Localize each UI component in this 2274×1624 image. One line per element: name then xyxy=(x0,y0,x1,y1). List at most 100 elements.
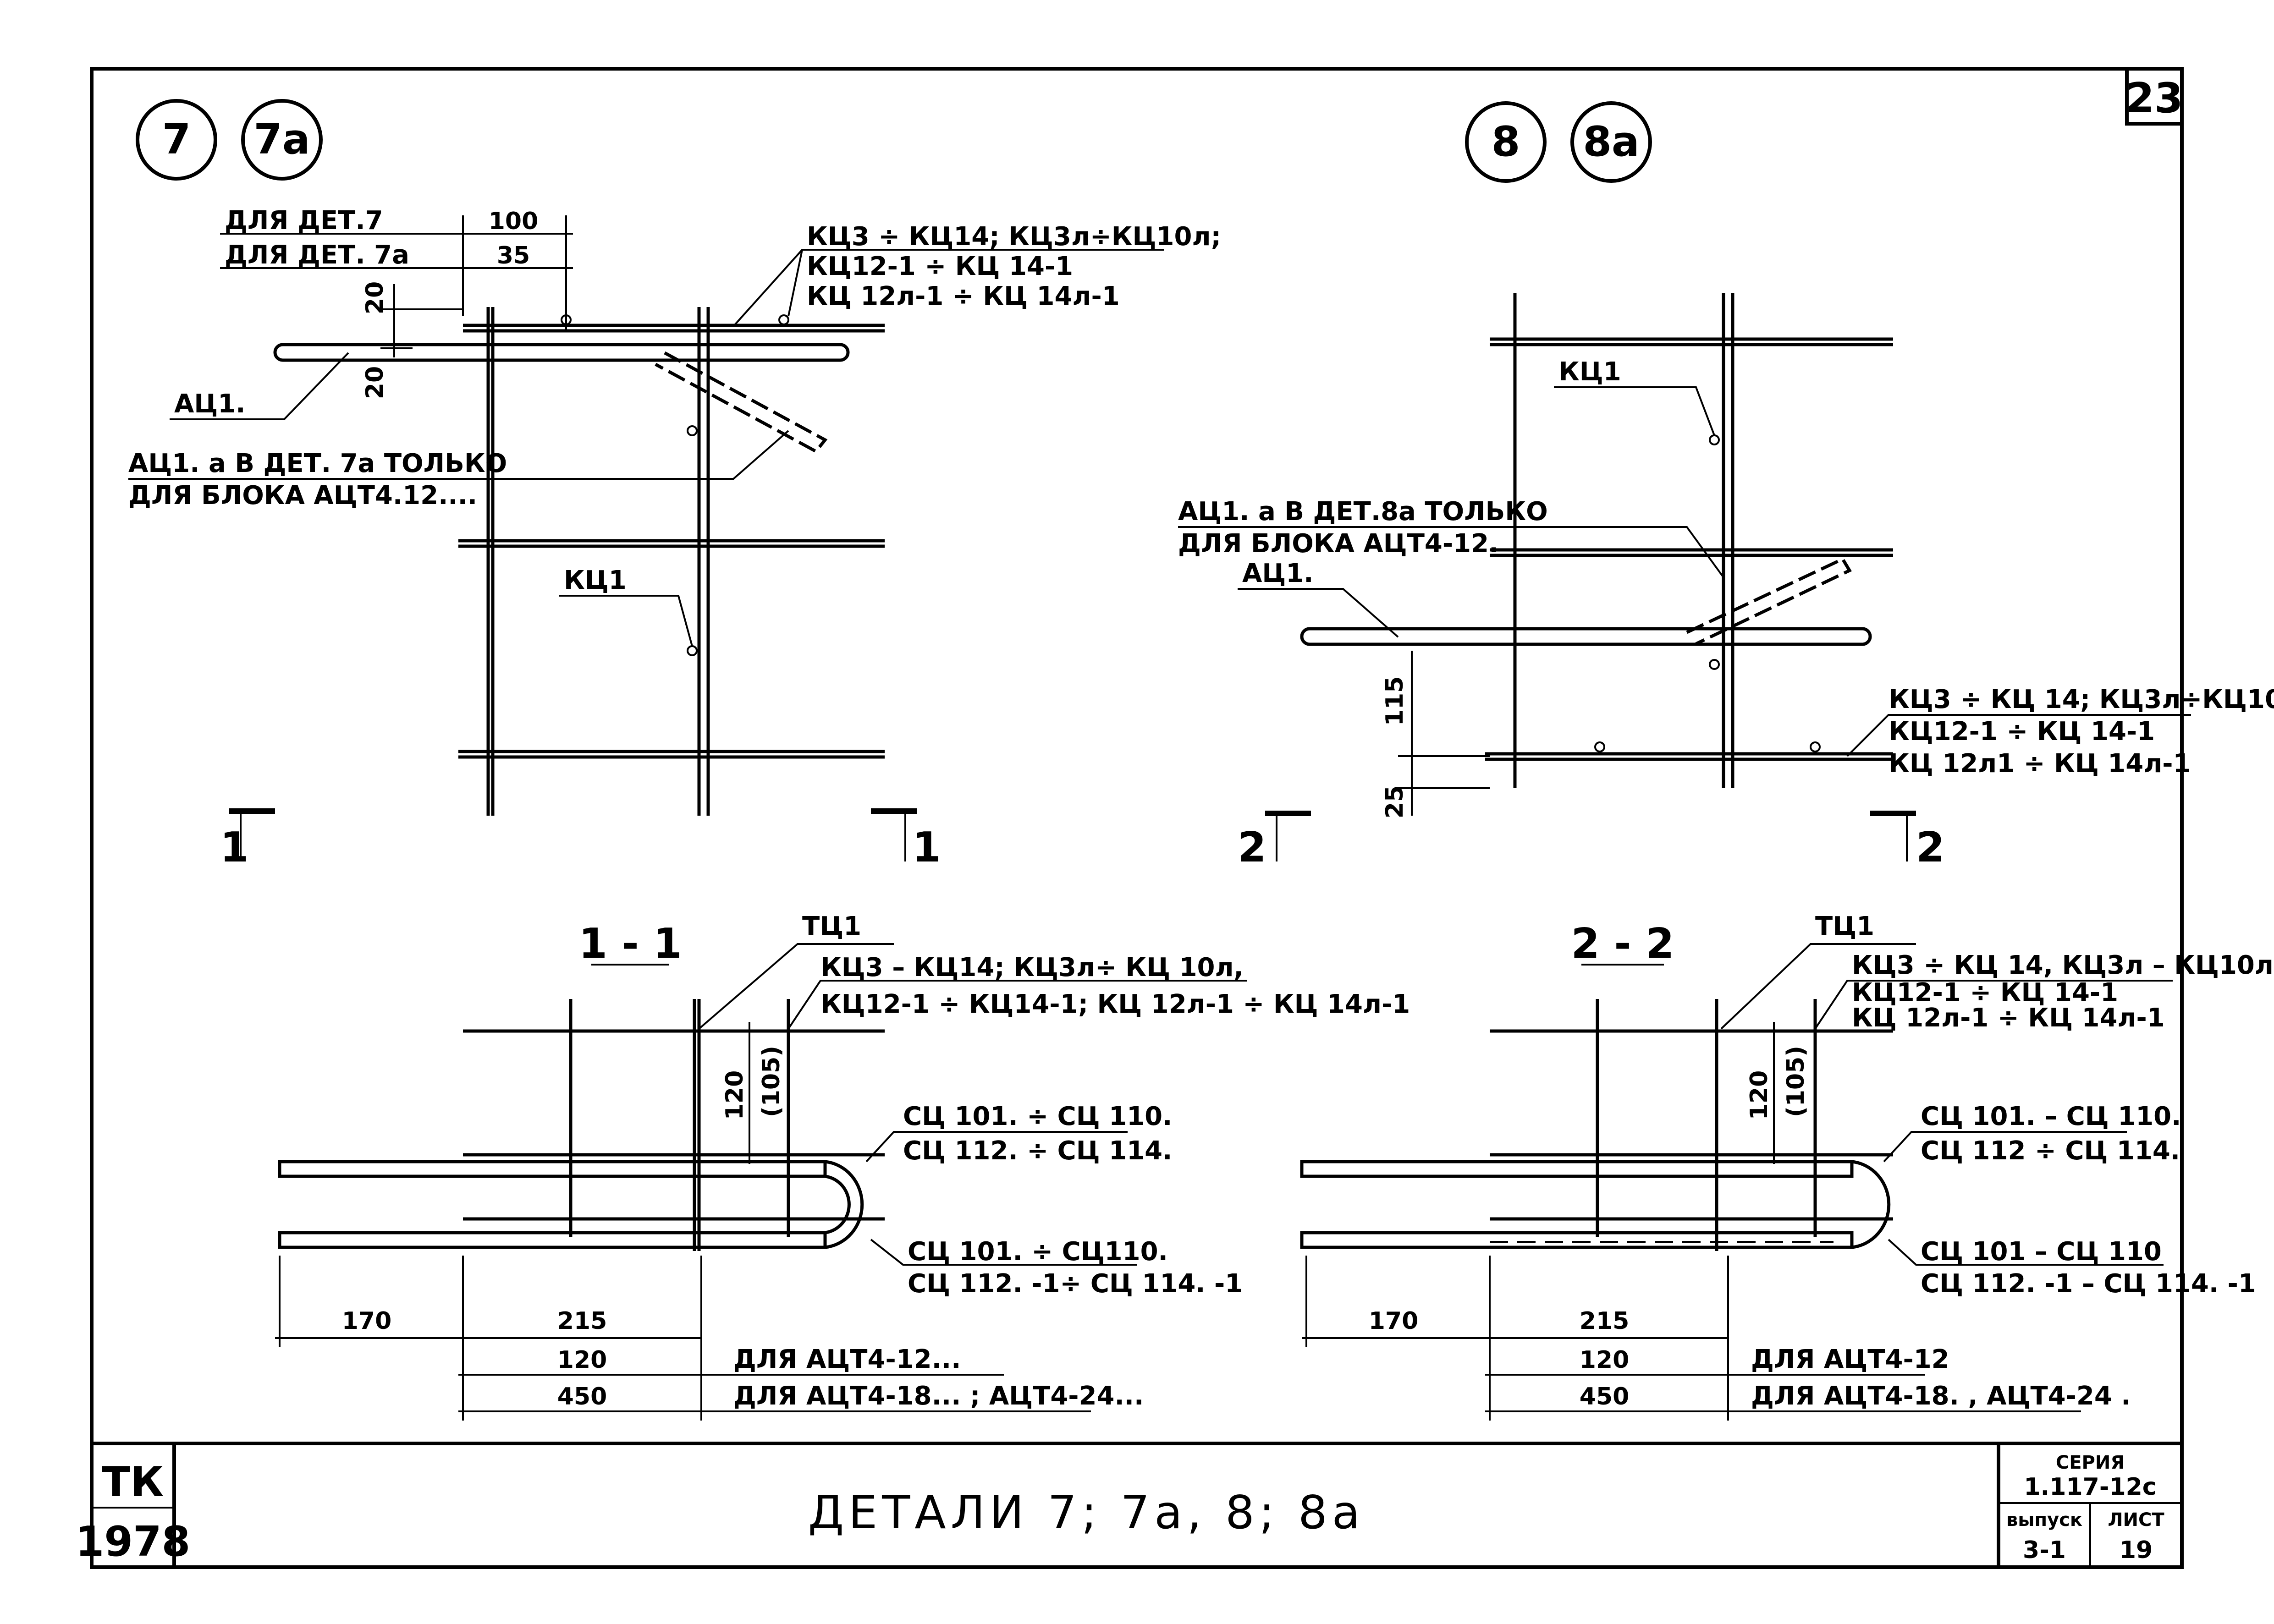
rebar-hook-inner xyxy=(825,1174,851,1234)
leader-ac1-note xyxy=(1178,526,1724,578)
rebar-ac1-upper xyxy=(278,1160,827,1178)
sc-a-line1: СЦ 101. – СЦ 110. xyxy=(1921,1102,2181,1131)
rebar-ac1-upper xyxy=(1300,1160,1854,1178)
section-2-right-label: 2 xyxy=(1916,823,1945,872)
section-title: 2 - 2 xyxy=(1571,920,1674,968)
section-2-left-label: 2 xyxy=(1238,823,1266,872)
issue-label: выпуск xyxy=(2006,1509,2082,1531)
leader-tc1 xyxy=(698,943,894,1030)
dim-120b: 120 xyxy=(1580,1346,1630,1374)
detail-marker-8-label: 8 xyxy=(1492,118,1520,166)
detail-marker-7-label: 7 xyxy=(162,115,191,164)
dim-120: 120 xyxy=(1745,1070,1773,1120)
rebar-ac1 xyxy=(273,343,850,362)
ac1-label: АЦ1. xyxy=(1242,559,1314,588)
leader-sc-a xyxy=(865,1131,1128,1163)
leader-kc1 xyxy=(1554,386,1715,436)
dim-20-bottom: 20 xyxy=(361,366,389,399)
detail-marker-7 xyxy=(136,99,217,181)
dim-450: 450 xyxy=(1580,1383,1630,1410)
series-value: 1.117-12с xyxy=(2024,1473,2156,1501)
issue-value: 3-1 xyxy=(2023,1536,2066,1564)
kc-label-line1: КЦ3 ÷ КЦ14; КЦ3л÷КЦ10л; xyxy=(807,222,1221,252)
leader-kc xyxy=(1814,980,2173,1030)
section-1-1: 1 - 1 ТЦ1 КЦ3 – КЦ14; КЦ3л÷ КЦ 10л, КЦ12… xyxy=(275,911,1410,1421)
kc-label-line2: КЦ12-1 ÷ КЦ14-1; КЦ 12л-1 ÷ КЦ 14л-1 xyxy=(820,989,1410,1019)
note-18: ДЛЯ АЦТ4-18. , АЦТ4-24 . xyxy=(1751,1381,2131,1411)
rebar-ac1 xyxy=(1300,627,1872,646)
kc-label-line1: КЦ3 ÷ КЦ 14; КЦ3л÷КЦ10л xyxy=(1889,685,2274,714)
detail-marker-7a xyxy=(241,99,323,181)
dim-115: 115 xyxy=(1381,676,1409,726)
dim-215: 215 xyxy=(1580,1307,1630,1335)
section-1-left-label: 1 xyxy=(220,823,249,872)
leader-sc-b xyxy=(870,1239,1137,1266)
dim-215: 215 xyxy=(557,1307,607,1335)
rebar-ac1-bent xyxy=(655,351,828,454)
leader-kc1 xyxy=(559,595,693,647)
sc-b-line1: СЦ 101. ÷ СЦ110. xyxy=(908,1237,1168,1267)
dim-25: 25 xyxy=(1381,785,1409,818)
weld-point xyxy=(1810,741,1821,752)
weld-point xyxy=(1594,741,1605,752)
kc-label-line3: КЦ 12л-1 ÷ КЦ 14л-1 xyxy=(1852,1003,2165,1033)
stamp-org: ТК xyxy=(102,1458,164,1506)
dim-105: (105) xyxy=(1782,1046,1810,1117)
sheet-frame xyxy=(90,67,2184,1569)
sc-b-line1: СЦ 101 – СЦ 110 xyxy=(1921,1237,2162,1267)
dim-20-top: 20 xyxy=(361,281,389,314)
dim-row2-value: 35 xyxy=(497,242,530,269)
sc-a-line2: СЦ 112 ÷ СЦ 114. xyxy=(1921,1136,2180,1166)
rebar-ac1-lower xyxy=(278,1231,827,1249)
section-1-right-label: 1 xyxy=(912,823,941,872)
note-12: ДЛЯ АЦТ4-12... xyxy=(733,1344,961,1374)
rebar-ac1-bent xyxy=(1686,557,1852,646)
kc1-label: КЦ1 xyxy=(564,565,627,595)
leader-kc-b xyxy=(787,249,803,317)
leader-sc-b xyxy=(1888,1239,2164,1266)
leader-sc-a xyxy=(1883,1131,2127,1163)
rebar-ac1-lower xyxy=(1300,1231,1854,1249)
kc-label-line2: КЦ12-1 ÷ КЦ 14-1 xyxy=(1889,717,2155,746)
detail-marker-7a-label: 7а xyxy=(253,115,310,164)
dim-170: 170 xyxy=(342,1307,392,1335)
ac1-label: АЦ1. xyxy=(174,389,246,419)
ac1-note-line2: ДЛЯ БЛОКА АЦТ4.12.... xyxy=(128,481,477,510)
detail-marker-8a-label: 8а xyxy=(1583,118,1639,166)
dim-row1-value: 100 xyxy=(489,208,539,235)
leader-ac1 xyxy=(1238,588,1399,638)
rebar-hook xyxy=(1851,1160,1891,1249)
dim-120: 120 xyxy=(721,1070,749,1120)
leader-ac1-note xyxy=(128,430,789,480)
leader-kc xyxy=(787,980,1247,1030)
dim-120b: 120 xyxy=(557,1346,607,1374)
dim-105: (105) xyxy=(758,1046,785,1117)
leader-tc1 xyxy=(1720,943,1916,1030)
page-label: ЛИСТ xyxy=(2108,1509,2164,1531)
note-12: ДЛЯ АЦТ4-12 xyxy=(1751,1344,1949,1374)
ac1-note-line2: ДЛЯ БЛОКА АЦТ4-12. xyxy=(1178,529,1498,559)
sc-b-line2: СЦ 112. -1 – СЦ 114. -1 xyxy=(1921,1269,2256,1299)
tc1-label: ТЦ1 xyxy=(1815,911,1874,941)
section-2-2: 2 - 2 ТЦ1 КЦ3 ÷ КЦ 14, КЦ3л – КЦ10л КЦ12… xyxy=(1300,911,2274,1421)
kc-label-line3: КЦ 12л-1 ÷ КЦ 14л-1 xyxy=(807,281,1120,311)
note-18: ДЛЯ АЦТ4-18... ; АЦТ4-24... xyxy=(733,1381,1144,1411)
weld-point xyxy=(561,314,572,325)
kc1-label: КЦ1 xyxy=(1558,357,1621,387)
sc-b-line2: СЦ 112. -1÷ СЦ 114. -1 xyxy=(908,1269,1243,1299)
section-title: 1 - 1 xyxy=(578,920,682,968)
ac1-note-line1: АЦ1. а В ДЕТ.8а ТОЛЬКО xyxy=(1178,497,1548,527)
kc-label-line3: КЦ 12л1 ÷ КЦ 14л-1 xyxy=(1889,749,2191,779)
page-value: 19 xyxy=(2120,1536,2153,1564)
leader-kc xyxy=(1846,714,2191,757)
detail-marker-8a xyxy=(1570,101,1652,183)
dim-170: 170 xyxy=(1369,1307,1419,1335)
weld-point xyxy=(1709,659,1720,670)
sheet-number: 23 xyxy=(2125,74,2183,122)
series-label: СЕРИЯ xyxy=(2056,1452,2125,1473)
dim-row1-label: ДЛЯ ДЕТ.7 xyxy=(225,206,383,236)
sc-a-line2: СЦ 112. ÷ СЦ 114. xyxy=(903,1136,1172,1166)
ac1-note-line1: АЦ1. а В ДЕТ. 7а ТОЛЬКО xyxy=(128,449,507,478)
kc-label-line1: КЦ3 – КЦ14; КЦ3л÷ КЦ 10л, xyxy=(820,953,1244,982)
